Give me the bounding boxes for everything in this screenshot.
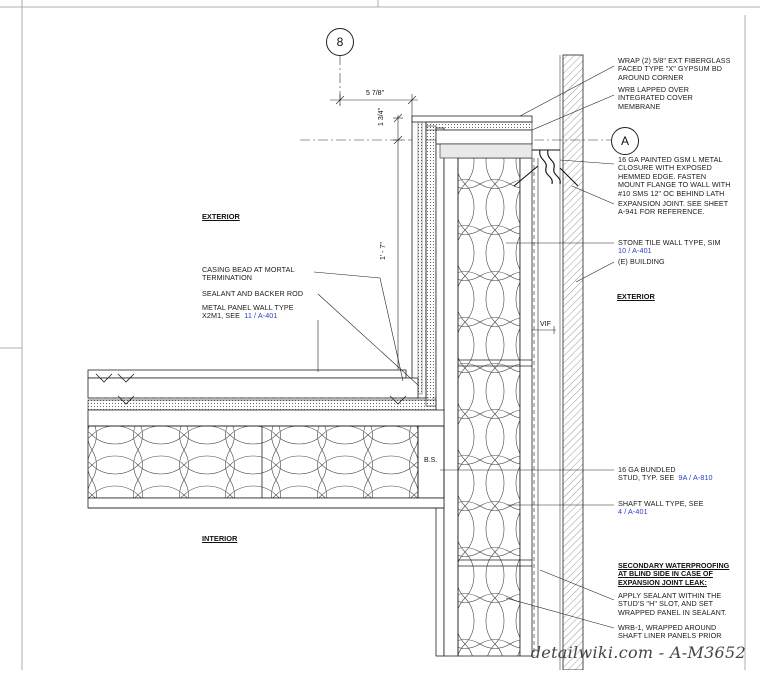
label-exterior-right: EXTERIOR bbox=[617, 292, 655, 301]
note-metal-closure: 16 GA PAINTED GSM L METAL CLOSURE WITH E… bbox=[618, 155, 731, 198]
note-shaft-wall: SHAFT WALL TYPE, SEE 4 / A-401 bbox=[618, 499, 704, 517]
dim-vertical-small: 1 3/4" bbox=[378, 107, 385, 126]
note-sealant-backer-rod: SEALANT AND BACKER ROD bbox=[202, 289, 304, 298]
metal-panel-wall-assembly bbox=[87, 369, 445, 509]
grid-bubble-a: A bbox=[611, 127, 639, 155]
label-exterior-left: EXTERIOR bbox=[202, 212, 240, 221]
label-interior: INTERIOR bbox=[202, 534, 238, 543]
ref-10-a401[interactable]: 10 / A-401 bbox=[618, 246, 652, 256]
expansion-joint-closure bbox=[513, 149, 579, 187]
note-expansion-joint: EXPANSION JOINT. SEE SHEET A-941 FOR REF… bbox=[618, 199, 729, 217]
label-blocking-stud: B.S. bbox=[424, 457, 438, 464]
stone-tile-wall-assembly bbox=[411, 117, 539, 657]
existing-building-wall bbox=[559, 54, 584, 671]
ref-9a-a810[interactable]: 9A / A-810 bbox=[678, 473, 713, 483]
note-apply-sealant: APPLY SEALANT WITHIN THE STUD'S "H" SLOT… bbox=[618, 591, 727, 617]
ref-4-a401[interactable]: 4 / A-401 bbox=[618, 507, 648, 517]
secondary-waterproofing-header: SECONDARY WATERPROOFING AT BLIND SIDE IN… bbox=[618, 561, 730, 587]
ref-11-a401[interactable]: 11 / A-401 bbox=[244, 311, 278, 321]
note-metal-panel-wall: METAL PANEL WALL TYPE X2M1, SEE 11 / A-4… bbox=[202, 303, 294, 321]
leader-lines bbox=[313, 65, 615, 629]
watermark: detailwiki.com - A-M3652 bbox=[530, 643, 746, 662]
note-wrb-lapped: WRB LAPPED OVER INTEGRATED COVER MEMBRAN… bbox=[618, 85, 693, 111]
note-casing-bead: CASING BEAD AT MORTAL TERMINATION bbox=[202, 265, 295, 283]
note-wrb-wrapped: WRB-1, WRAPPED AROUND SHAFT LINER PANELS… bbox=[618, 623, 722, 641]
note-bundled-stud: 16 GA BUNDLED STUD, TYP. SEE 9A / A-810 bbox=[618, 465, 713, 483]
dim-horizontal: 5 7/8" bbox=[366, 90, 385, 97]
note-wrap-gypsum: WRAP (2) 5/8" EXT FIBERGLASS FACED TYPE … bbox=[618, 56, 731, 82]
grid-bubble-8: 8 bbox=[326, 28, 354, 56]
note-existing-building: (E) BUILDING bbox=[618, 257, 665, 266]
top-cap-coping bbox=[411, 115, 533, 159]
note-stone-tile-wall: STONE TILE WALL TYPE, SIM 10 / A-401 bbox=[618, 238, 721, 256]
dim-vertical-large: 1' - 7" bbox=[380, 242, 387, 260]
dim-vif: VIF bbox=[540, 321, 551, 328]
